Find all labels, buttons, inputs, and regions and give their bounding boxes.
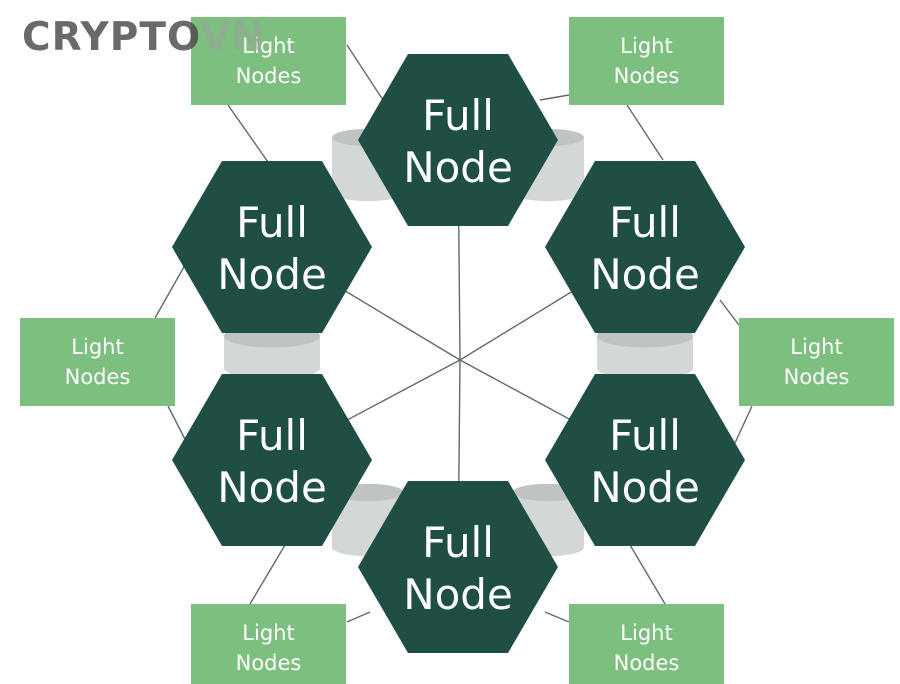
light-nodes-label-line2: Nodes: [784, 365, 850, 389]
full-node-label-line2: Node: [403, 570, 513, 619]
light-connector-line-10: [154, 264, 186, 319]
light-nodes-label-line1: Light: [71, 335, 123, 359]
light-connector-line-4: [734, 405, 753, 444]
full-node-label-line1: Full: [422, 518, 494, 567]
light-connector-line-6: [544, 611, 570, 623]
light-nodes-label-line2: Nodes: [65, 365, 131, 389]
full-node-label-line1: Full: [236, 411, 308, 460]
light-nodes-label-line2: Nodes: [236, 651, 302, 675]
light-connector-line-2: [626, 104, 664, 161]
full-node-label-line2: Node: [590, 463, 700, 512]
light-connector-line-12: [346, 44, 384, 101]
watermark-suffix: VN: [200, 15, 265, 60]
full-node-label-line2: Node: [217, 463, 327, 512]
full-node-label-line1: Full: [422, 91, 494, 140]
light-nodes-label-line1: Light: [620, 621, 672, 645]
light-node-boxes: LightNodesLightNodesLightNodesLightNodes…: [20, 17, 894, 684]
connector-lines: [154, 44, 753, 623]
light-nodes-label-line1: Light: [242, 34, 294, 58]
cryptovn-watermark: CRYPTOVN: [22, 18, 265, 57]
light-nodes-label-line2: Nodes: [614, 651, 680, 675]
light-connector-line-8: [249, 544, 286, 605]
light-connector-line-3: [719, 299, 740, 326]
full-node-label-line2: Node: [217, 250, 327, 299]
light-connector-line-9: [167, 405, 188, 444]
light-connector-line-11: [227, 104, 269, 163]
light-connector-line-1: [539, 94, 570, 101]
full-node-label-line2: Node: [590, 250, 700, 299]
light-nodes-label-line1: Light: [242, 621, 294, 645]
full-node-label-line1: Full: [609, 198, 681, 247]
watermark-brand: CRYPTO: [22, 15, 201, 60]
light-nodes-label-line2: Nodes: [236, 64, 302, 88]
light-nodes-label-line1: Light: [620, 34, 672, 58]
light-connector-line-5: [629, 544, 666, 605]
full-node-label-line2: Node: [403, 143, 513, 192]
full-node-label-line1: Full: [236, 198, 308, 247]
light-nodes-label-line1: Light: [790, 335, 842, 359]
full-node-label-line1: Full: [609, 411, 681, 460]
light-connector-line-7: [346, 611, 371, 623]
full-node-hexagons: FullNodeFullNodeFullNodeFullNodeFullNode…: [172, 54, 745, 653]
light-nodes-label-line2: Nodes: [614, 64, 680, 88]
